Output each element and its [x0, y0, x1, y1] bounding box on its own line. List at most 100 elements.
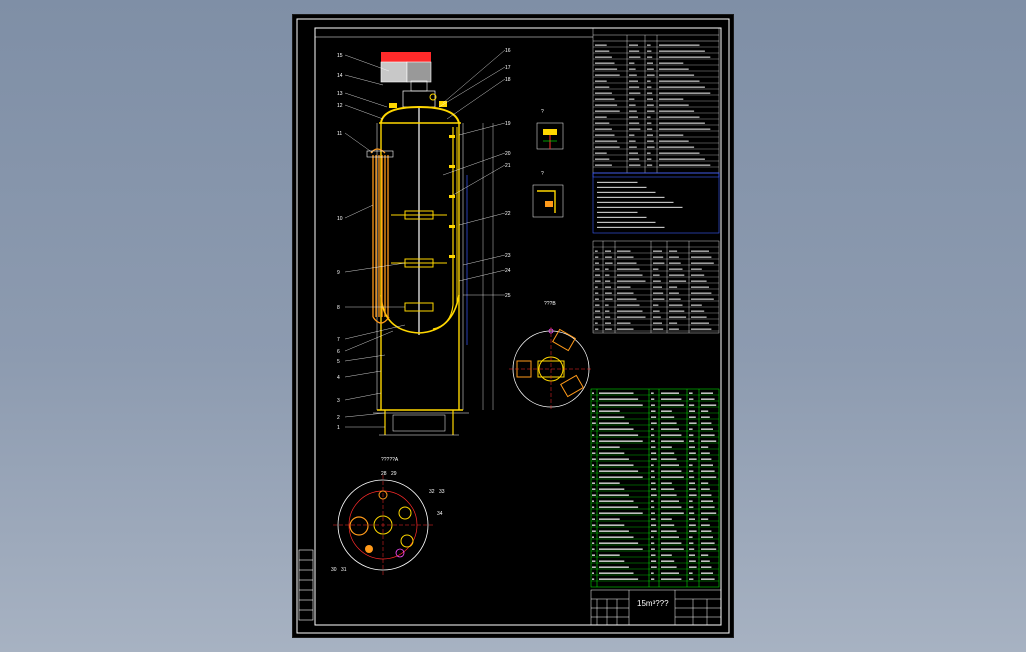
- cell-text-stroke: [701, 470, 715, 472]
- cell-text-stroke: [651, 398, 655, 400]
- cell-text-stroke: [689, 458, 697, 460]
- cell-text-stroke: [689, 488, 696, 490]
- cell-text-stroke: [595, 98, 615, 100]
- callout-3: 3: [337, 398, 340, 404]
- callout-13: 13: [337, 91, 343, 97]
- cell-text-stroke: [597, 226, 665, 228]
- cell-text-stroke: [629, 92, 641, 94]
- cell-text-stroke: [661, 428, 679, 430]
- cell-text-stroke: [661, 536, 679, 538]
- cell-text-stroke: [701, 500, 713, 502]
- callout-16: 16: [505, 48, 511, 54]
- cell-text-stroke: [669, 304, 683, 306]
- cell-text-stroke: [629, 104, 636, 106]
- cell-text-stroke: [651, 392, 654, 394]
- cell-text-stroke: [691, 304, 702, 306]
- callout-15: 15: [337, 53, 343, 59]
- cell-text-stroke: [701, 548, 717, 550]
- cell-text-stroke: [595, 50, 610, 52]
- cell-text-stroke: [592, 404, 595, 406]
- cell-text-stroke: [599, 572, 634, 574]
- cell-text-stroke: [653, 304, 659, 306]
- cell-text-stroke: [661, 470, 682, 472]
- cell-text-stroke: [651, 434, 655, 436]
- cell-text-stroke: [595, 316, 601, 318]
- cell-text-stroke: [701, 476, 717, 478]
- cell-text-stroke: [669, 268, 683, 270]
- cell-text-stroke: [701, 530, 712, 532]
- callout-labels-left: 15 14 13 12 11 10 9 8 7 6 5 4 3 2 1: [337, 53, 343, 431]
- cell-text-stroke: [659, 92, 711, 94]
- cell-text-stroke: [701, 494, 712, 496]
- cell-text-stroke: [661, 434, 682, 436]
- cell-text-stroke: [599, 494, 629, 496]
- cell-text-stroke: [669, 316, 687, 318]
- cell-text-stroke: [689, 524, 696, 526]
- cell-text-stroke: [599, 488, 625, 490]
- cell-text-stroke: [595, 280, 601, 282]
- cell-text-stroke: [629, 128, 641, 130]
- cell-text-stroke: [701, 416, 710, 418]
- cell-text-stroke: [651, 422, 657, 424]
- cell-text-stroke: [653, 316, 661, 318]
- cell-text-stroke: [592, 560, 596, 562]
- svg-text:29: 29: [391, 471, 397, 477]
- parts-list-table: [590, 388, 720, 588]
- cell-text-stroke: [651, 536, 654, 538]
- cell-text-stroke: [595, 140, 618, 142]
- cell-text-stroke: [599, 404, 643, 406]
- cell-text-stroke: [629, 152, 638, 154]
- cell-text-stroke: [661, 506, 682, 508]
- cell-text-stroke: [691, 256, 712, 258]
- cell-text-stroke: [592, 470, 595, 472]
- cell-text-stroke: [595, 110, 620, 112]
- cell-text-stroke: [691, 280, 707, 282]
- cell-text-stroke: [599, 512, 643, 514]
- cell-text-stroke: [647, 98, 653, 100]
- cell-text-stroke: [595, 104, 618, 106]
- nozzle-table-text: [595, 250, 714, 330]
- cell-text-stroke: [701, 578, 715, 580]
- callout-4: 4: [337, 375, 340, 381]
- cell-text-stroke: [592, 392, 594, 394]
- cell-text-stroke: [669, 292, 679, 294]
- cell-text-stroke: [595, 268, 600, 270]
- cell-text-stroke: [661, 548, 684, 550]
- cell-text-stroke: [595, 152, 607, 154]
- cell-text-stroke: [647, 128, 653, 130]
- svg-text:31: 31: [341, 567, 347, 573]
- cell-text-stroke: [592, 446, 595, 448]
- cell-text-stroke: [651, 458, 657, 460]
- cell-text-stroke: [659, 62, 684, 64]
- cell-text-stroke: [661, 500, 679, 502]
- cell-text-stroke: [595, 128, 612, 130]
- cell-text-stroke: [653, 286, 662, 288]
- cell-text-stroke: [595, 298, 599, 300]
- cell-text-stroke: [701, 410, 709, 412]
- detail-view-upper: ?: [536, 109, 564, 150]
- cell-text-stroke: [599, 440, 643, 442]
- cell-text-stroke: [661, 518, 672, 520]
- cell-text-stroke: [701, 506, 715, 508]
- cell-text-stroke: [701, 560, 710, 562]
- cell-text-stroke: [629, 50, 640, 52]
- cell-text-stroke: [592, 554, 595, 556]
- cell-text-stroke: [669, 322, 678, 324]
- cell-text-stroke: [661, 404, 684, 406]
- svg-text:33: 33: [439, 489, 445, 495]
- cell-text-stroke: [599, 560, 625, 562]
- cell-text-stroke: [659, 158, 705, 160]
- cell-text-stroke: [653, 298, 665, 300]
- cell-text-stroke: [653, 292, 664, 294]
- cell-text-stroke: [689, 392, 693, 394]
- cell-text-stroke: [592, 428, 594, 430]
- cell-text-stroke: [701, 404, 717, 406]
- cell-text-stroke: [647, 158, 652, 160]
- cell-text-stroke: [689, 578, 694, 580]
- cell-text-stroke: [689, 554, 695, 556]
- cell-text-stroke: [599, 416, 625, 418]
- parts-list-text: [592, 392, 717, 580]
- cell-text-stroke: [605, 250, 611, 252]
- cell-text-stroke: [647, 134, 653, 136]
- cell-text-stroke: [592, 500, 594, 502]
